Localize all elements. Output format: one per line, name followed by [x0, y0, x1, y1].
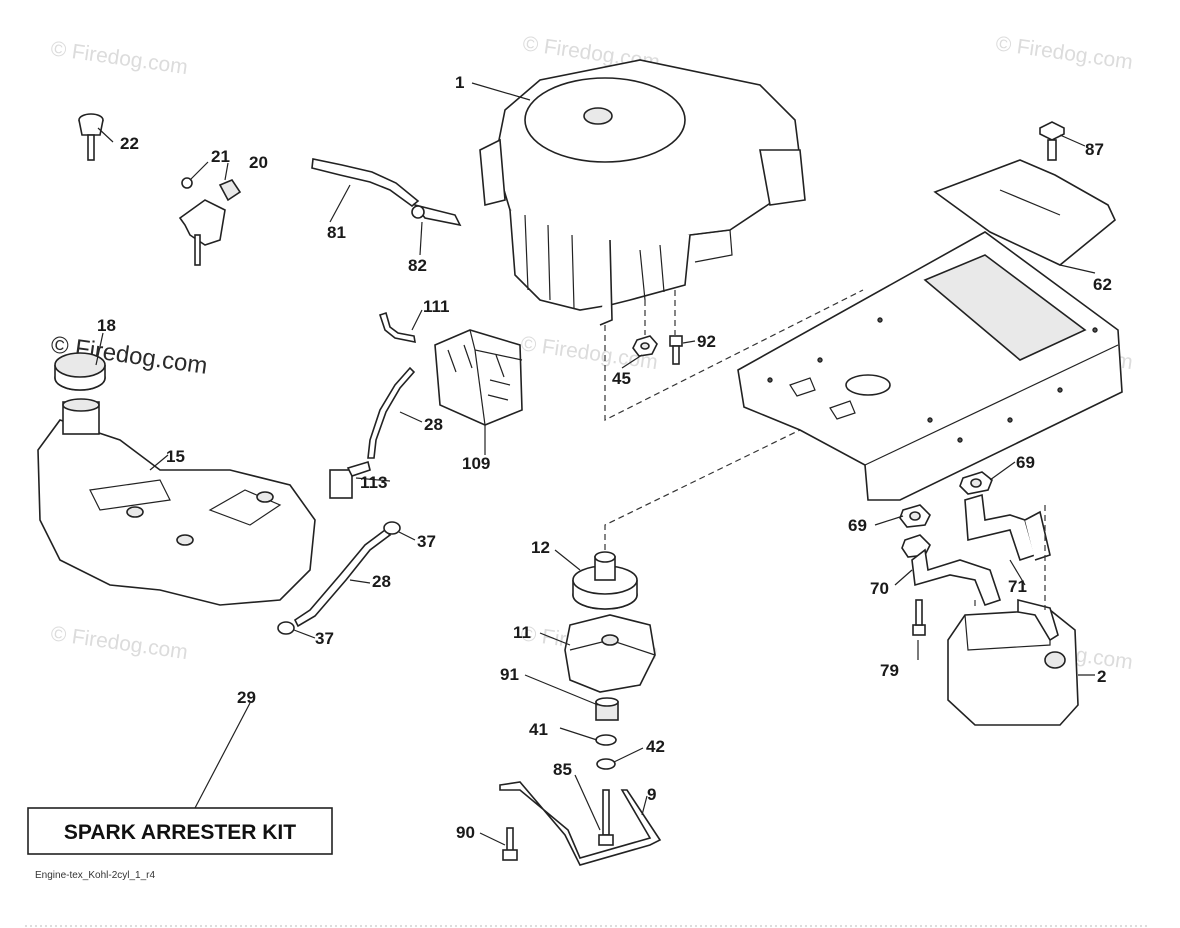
callout-label: 109: [462, 454, 490, 473]
callout-label: 37: [417, 532, 436, 551]
frame-part: [737, 231, 1123, 501]
engine-part: [479, 59, 806, 326]
exhaust-pipe-part: [911, 493, 1051, 606]
spacer-part: [595, 697, 619, 721]
callout-label: 70: [870, 579, 889, 598]
watermark: © Firedog.com: [49, 37, 189, 79]
callout-label: 37: [315, 629, 334, 648]
knob-part: [78, 113, 104, 161]
watermark: © Firedog.com: [994, 32, 1134, 74]
heat-shield-part: [933, 159, 1116, 266]
callout-label: 71: [1008, 577, 1027, 596]
callout-label: 20: [249, 153, 268, 172]
callout-label: 28: [424, 415, 443, 434]
callout-labels: 1 87 22 21 20 81 82 62 111 92 18 45 28 1…: [97, 73, 1112, 842]
bolt-part: [912, 599, 926, 636]
callout-label: 11: [513, 623, 531, 642]
callout-label: 90: [456, 823, 475, 842]
callout-label: 85: [553, 760, 572, 779]
callout-label: 28: [372, 572, 391, 591]
muffler-part: [947, 598, 1079, 726]
callout-label: 2: [1097, 667, 1106, 686]
kit-label: SPARK ARRESTER KIT: [64, 821, 296, 844]
callout-label: 29: [237, 688, 256, 707]
nut-part: [632, 335, 658, 357]
pulley-part: [572, 551, 638, 610]
fuel-tank-part: [37, 398, 316, 606]
bolt-part: [669, 335, 683, 365]
flange-bolt-part: [1039, 121, 1065, 161]
bracket-part: [499, 781, 662, 866]
pto-clutch-part: [564, 614, 656, 693]
callout-label: 9: [647, 785, 656, 804]
callout-label: 62: [1093, 275, 1112, 294]
exhaust-gasket-part: [899, 471, 993, 558]
washer-part: [595, 734, 617, 770]
diagram-code: Engine-tex_Kohl-2cyl_1_r4: [35, 870, 156, 881]
bolt-part: [598, 789, 614, 846]
callout-label: 21: [211, 147, 230, 166]
callout-label: 15: [166, 447, 185, 466]
callout-label: 87: [1085, 140, 1104, 159]
fuel-valve-part: [329, 460, 371, 499]
fuel-hose-part: [311, 158, 462, 227]
callout-label: 12: [531, 538, 550, 557]
guide-line: [604, 429, 801, 550]
hose-clamp-part: [277, 521, 401, 635]
callout-label: 18: [97, 316, 116, 335]
callout-label: 79: [880, 661, 899, 680]
callout-label: 92: [697, 332, 716, 351]
guide-line: [604, 289, 864, 421]
leader-lines: [95, 82, 1096, 846]
callout-label: 45: [612, 369, 631, 388]
fuel-cap-part: [54, 352, 106, 391]
callout-label: 1: [455, 73, 464, 92]
kit-box: SPARK ARRESTER KIT: [27, 807, 333, 855]
fuel-filter-part: [434, 329, 523, 426]
callout-label: 41: [529, 720, 548, 739]
fuel-line-part: [293, 528, 392, 628]
callout-label: 113: [360, 473, 387, 492]
callout-label: 111: [423, 297, 450, 316]
fuel-line-part: [367, 311, 416, 459]
bolt-part: [502, 827, 518, 861]
control-bracket-part: [178, 177, 242, 266]
callout-label: 22: [120, 134, 139, 153]
callout-label: 42: [646, 737, 665, 756]
callout-label: 91: [500, 665, 519, 684]
callout-label: 82: [408, 256, 427, 275]
callout-label: 69: [1016, 453, 1035, 472]
callout-label: 81: [327, 223, 346, 242]
watermark: © Firedog.com: [49, 622, 189, 664]
callout-label: 69: [848, 516, 867, 535]
